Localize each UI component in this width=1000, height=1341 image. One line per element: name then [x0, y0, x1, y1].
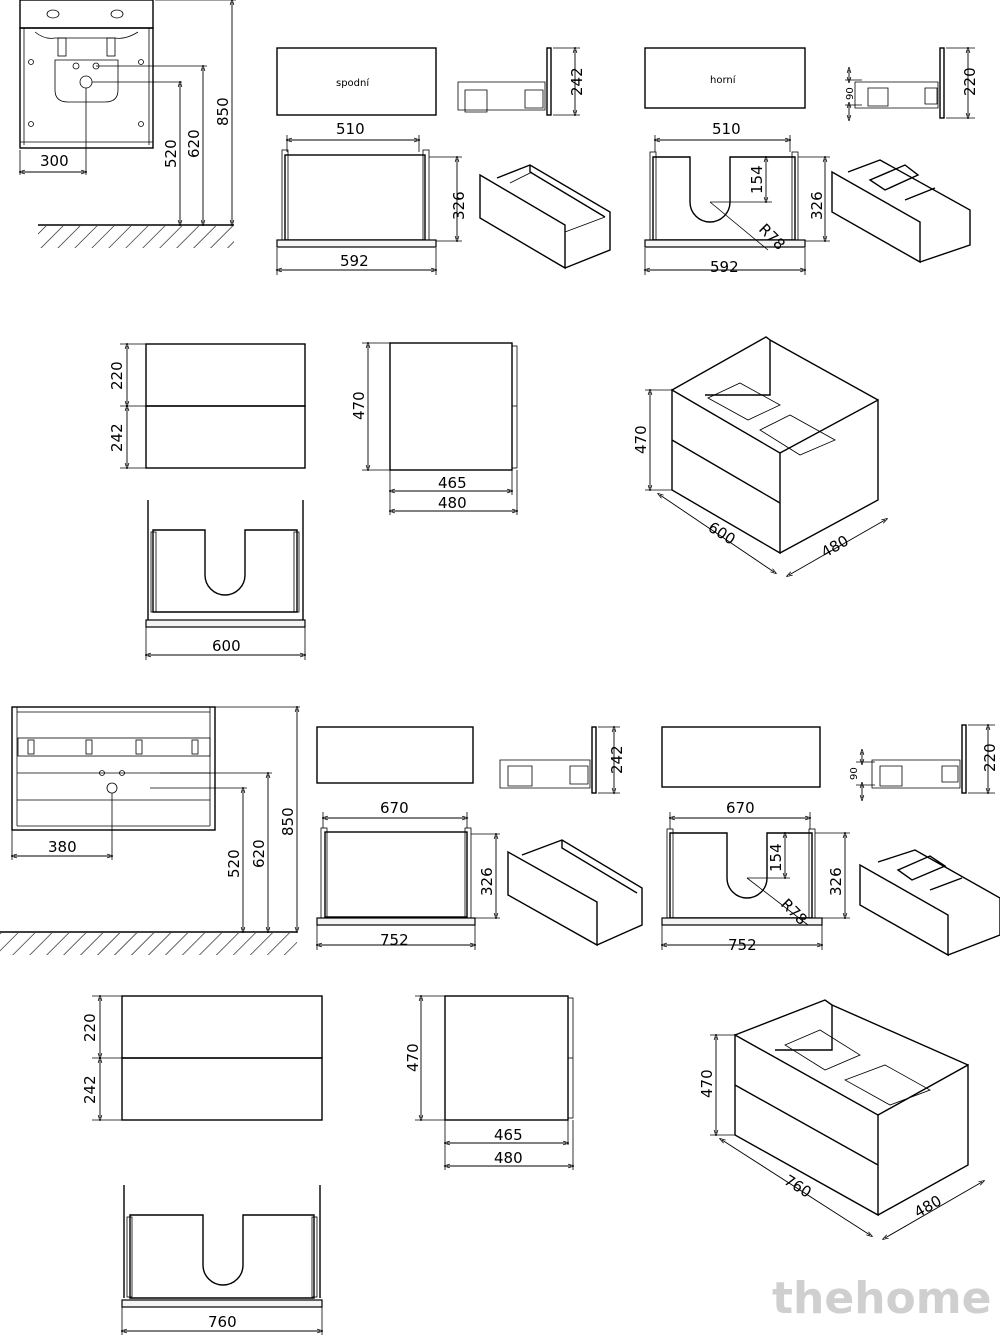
dim-total-height: 850 [214, 97, 232, 126]
drawer-label-top: horní [710, 74, 737, 86]
dim-inner-width: 510 [712, 120, 741, 138]
dim-total-height: 850 [279, 807, 297, 836]
dim-inner-depth: 465 [438, 474, 467, 492]
dim-inner-depth: 465 [494, 1126, 523, 1144]
dim-width: 600 [705, 518, 739, 548]
dim-top-drawer-height: 220 [81, 1013, 99, 1042]
dim-front-height: 242 [608, 745, 626, 774]
dim-height: 470 [698, 1069, 716, 1098]
top-drawer-760: 90 220 670 154 R78 326 752 [662, 725, 1000, 957]
dim-inner-width: 670 [380, 799, 409, 817]
side-view-760: 470 465 480 [404, 996, 573, 1170]
dim-outer-width: 592 [710, 258, 739, 276]
wall-mount-view-760: 380 520 620 850 [0, 707, 300, 955]
side-view-600: 470 465 480 [350, 343, 517, 515]
dim-depth: 326 [450, 191, 468, 220]
dim-side-offset: 90 [849, 767, 860, 780]
dim-inlet-height: 620 [185, 129, 203, 158]
dim-width: 600 [212, 637, 241, 655]
dim-cutout-depth: 154 [748, 165, 766, 194]
dim-bottom-drawer-height: 242 [108, 423, 126, 452]
dim-outer-width: 752 [380, 931, 409, 949]
dim-front-height: 242 [568, 67, 586, 96]
dim-top-drawer-height: 220 [108, 361, 126, 390]
dim-outer-width: 592 [340, 252, 369, 270]
dim-depth: 326 [827, 867, 845, 896]
dim-depth: 326 [478, 867, 496, 896]
dim-cutout-depth: 154 [767, 843, 785, 872]
floor-hatch [38, 226, 234, 248]
plan-view-760: 760 [122, 1185, 322, 1335]
top-drawer-600: horní 90 220 510 154 R78 326 592 [645, 48, 979, 276]
dim-outer-width: 752 [728, 936, 757, 954]
dim-depth: 480 [818, 532, 852, 562]
wall-mount-view-600: 300 520 620 850 [20, 0, 236, 248]
dim-height: 470 [404, 1043, 422, 1072]
dim-bottom-drawer-height: 242 [81, 1075, 99, 1104]
dim-side-offset: 90 [845, 87, 856, 100]
dim-height: 470 [350, 391, 368, 420]
dim-depth: 326 [808, 191, 826, 220]
dim-inlet-height: 620 [250, 839, 268, 868]
dim-radius: R78 [755, 220, 789, 254]
dim-sink-offset: 380 [48, 838, 77, 856]
plan-view-600: 600 [146, 500, 305, 660]
floor-hatch [0, 933, 297, 955]
dim-height: 470 [632, 425, 650, 454]
dim-outer-depth: 480 [438, 494, 467, 512]
dim-inner-width: 510 [336, 120, 365, 138]
dim-depth: 480 [911, 1192, 945, 1222]
isometric-cabinet-600: 470 600 480 [632, 336, 885, 575]
drawer-label-bottom: spodní [336, 77, 370, 89]
dim-front-height: 220 [961, 67, 979, 96]
front-view-760: 220 242 [81, 996, 323, 1120]
dim-outer-depth: 480 [494, 1149, 523, 1167]
dim-drain-height: 520 [162, 139, 180, 168]
isometric-cabinet-760: 470 760 480 [698, 999, 982, 1238]
bottom-drawer-760: 242 670 326 752 [317, 727, 643, 950]
dim-sink-offset: 300 [40, 152, 69, 170]
front-view-600: 220 242 [108, 344, 306, 468]
watermark: thehome [772, 1273, 991, 1324]
dim-drain-height: 520 [225, 849, 243, 878]
dim-width: 760 [208, 1313, 237, 1331]
dim-front-height: 220 [981, 743, 999, 772]
dim-width: 760 [781, 1171, 815, 1201]
dim-inner-width: 670 [726, 799, 755, 817]
bottom-drawer-600: spodní 242 510 326 592 [277, 48, 611, 275]
